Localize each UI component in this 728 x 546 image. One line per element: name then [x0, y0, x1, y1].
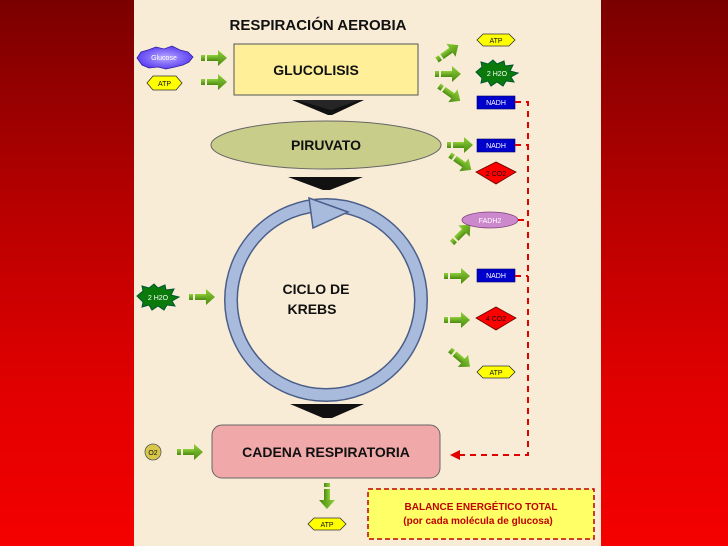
- glucolisis-water-star: [475, 59, 520, 87]
- piruvato-oval: [210, 120, 442, 170]
- krebs-label-line2: KREBS: [287, 301, 336, 317]
- piruvato-co2-label: 2 CO2: [486, 171, 506, 178]
- glucolisis-box: [233, 43, 419, 96]
- glucose-burst-icon: [136, 45, 194, 70]
- piruvato-label: PIRUVATO: [291, 137, 361, 153]
- krebs-atp-label: ATP: [489, 370, 502, 377]
- balance-title: BALANCE ENERGÉTICO TOTAL: [405, 500, 558, 513]
- diagram-title: RESPIRACIÓN AEROBIA: [230, 16, 407, 34]
- glucose-label: Glucose: [151, 55, 177, 62]
- piruvato-co2-diamond: [475, 161, 517, 185]
- green-arrow-icon: [447, 137, 473, 153]
- glucolisis-atp-label: ATP: [489, 38, 502, 45]
- atp-input-badge: [146, 75, 183, 91]
- krebs-co2-diamond: [475, 306, 517, 331]
- green-arrow-icon: [445, 148, 476, 177]
- krebs-label-line1: CICLO DE: [283, 281, 350, 297]
- krebs-fadh2-label: FADH2: [479, 218, 502, 225]
- balance-subtitle: (por cada molécula de glucosa): [403, 516, 552, 527]
- krebs-cycle-ring-inner: [225, 199, 427, 401]
- green-arrow-icon: [435, 66, 461, 82]
- oxygen-circle: [144, 443, 162, 461]
- electron-carrier-dashed-line: [460, 101, 529, 456]
- green-arrow-icon: [434, 79, 465, 108]
- green-arrow-icon: [444, 268, 470, 284]
- glucolisis-atp-badge: [476, 33, 516, 47]
- cadena-atp-label: ATP: [320, 522, 333, 529]
- atp-input-label: ATP: [158, 81, 171, 88]
- green-arrow-icon: [201, 50, 227, 66]
- cadena-respiratoria-box: [211, 424, 441, 479]
- green-arrow-icon: [444, 312, 470, 328]
- glucolisis-water-label: 2 H2O: [487, 71, 508, 78]
- glucolisis-nadh-label: NADH: [486, 100, 506, 107]
- green-arrow-icon: [189, 289, 215, 305]
- balance-box: [367, 488, 595, 540]
- green-arrow-icon: [319, 483, 335, 509]
- krebs-water-star: [136, 283, 181, 311]
- cycle-arrow-icon: [308, 196, 350, 230]
- black-down-arrow-icon: [296, 100, 360, 110]
- krebs-nadh-label: NADH: [486, 273, 506, 280]
- black-down-arrow-icon: [290, 404, 364, 418]
- green-arrow-icon: [201, 74, 227, 90]
- krebs-atp-badge: [476, 365, 516, 379]
- black-down-arrow-icon: [288, 177, 363, 190]
- cadena-atp-badge: [307, 517, 347, 531]
- green-arrow-icon: [432, 38, 463, 67]
- piruvato-nadh-label: NADH: [486, 143, 506, 150]
- dashed-arrow-head-icon: [450, 450, 460, 460]
- oxygen-label: O2: [148, 450, 157, 457]
- cadena-respiratoria-label: CADENA RESPIRATORIA: [242, 444, 410, 460]
- green-arrow-icon: [444, 343, 476, 373]
- green-arrow-icon: [177, 444, 203, 460]
- krebs-co2-label: 4 CO2: [486, 316, 506, 323]
- glucolisis-label: GLUCOLISIS: [273, 62, 359, 78]
- krebs-water-label: 2 H2O: [148, 295, 169, 302]
